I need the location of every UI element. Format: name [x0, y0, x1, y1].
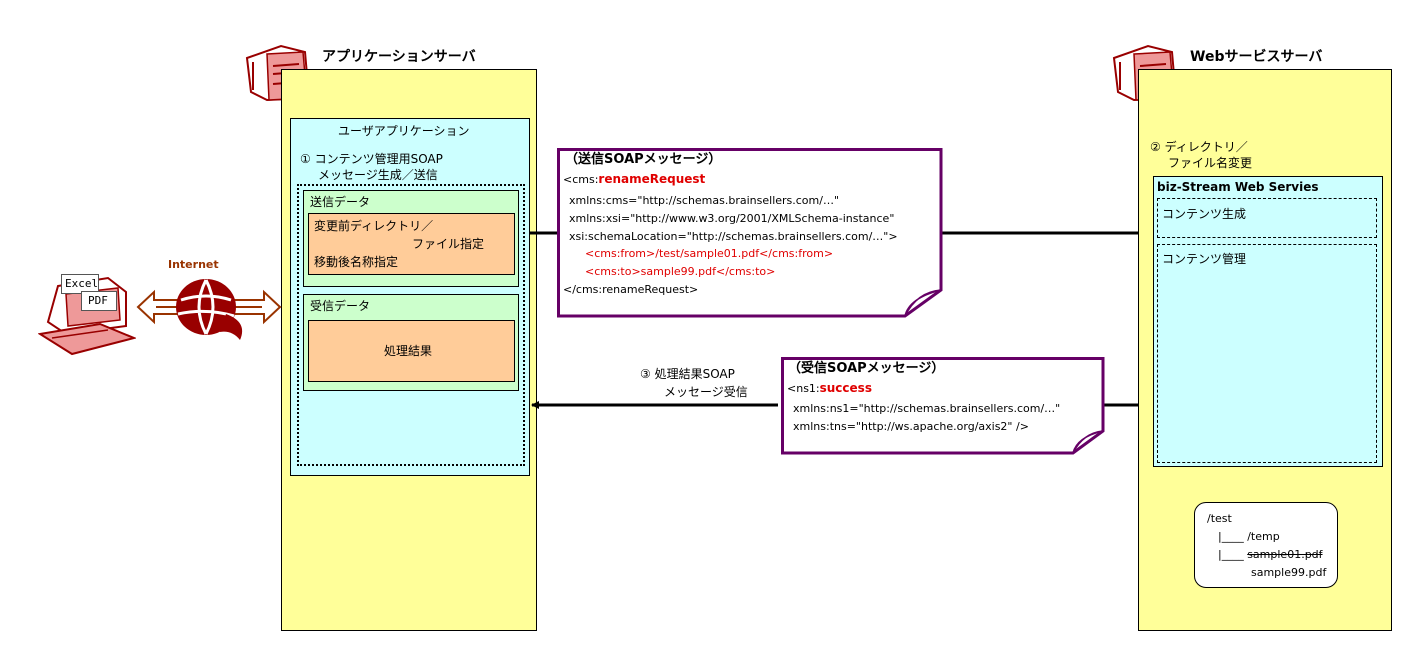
send-item-line3: 移動後名称指定 — [314, 255, 399, 269]
send-data-item — [308, 213, 515, 275]
pdf-label: PDF — [88, 294, 108, 307]
send-line-7: </cms:renameRequest> — [563, 283, 699, 296]
content-mgmt-label: コンテンツ管理 — [1162, 252, 1247, 266]
soap-message-area — [297, 184, 525, 466]
tree-root: /test — [1207, 512, 1232, 525]
send-line-5: <cms:from>/test/sample01.pdf</cms:from> — [585, 247, 834, 260]
tree-old-file-row: |____ sample01.pdf — [1218, 548, 1323, 561]
recv-method-name: success — [819, 381, 872, 395]
pdf-file-icon — [81, 291, 117, 311]
send-item-line1: 変更前ディレクトリ／ — [314, 219, 434, 233]
tree-new-file: sample99.pdf — [1251, 566, 1327, 579]
step2-label-2: ファイル名変更 — [1168, 156, 1253, 170]
user-app-title: ユーザアプリケーション — [338, 124, 470, 138]
file-tree-box — [1194, 502, 1338, 588]
recv-item-label: 処理結果 — [384, 344, 433, 358]
recv-data-item — [308, 320, 515, 382]
content-mgmt-box — [1157, 244, 1377, 463]
send-message-box — [557, 148, 943, 318]
recv-line-1: <ns1:success — [787, 381, 872, 396]
send-message-header: （送信SOAPメッセージ） — [565, 152, 722, 167]
send-method-name: renameRequest — [598, 172, 706, 186]
excel-label: Excel — [65, 277, 99, 290]
recv-message-box — [781, 357, 1105, 455]
recv-message-header: （受信SOAPメッセージ） — [788, 361, 945, 376]
send-line-3: xmlns:xsi="http://www.w3.org/2001/XMLSch… — [569, 212, 895, 225]
ws-server-title: Webサービスサーバ — [1190, 49, 1323, 65]
step3-label-2: メッセージ受信 — [664, 385, 748, 399]
send-line-4: xsi:schemaLocation="http://schemas.brain… — [569, 230, 898, 243]
internet-label: Internet — [168, 258, 219, 271]
step1-label: ① コンテンツ管理用SOAP — [300, 152, 443, 166]
send-line-6: <cms:to>sample99.pdf</cms:to> — [585, 265, 776, 278]
internet-icon — [136, 279, 282, 340]
send-line-2: xmlns:cms="http://schemas.brainsellers.c… — [569, 194, 840, 207]
step3-label: ③ 処理結果SOAP — [640, 367, 735, 381]
send-line-1: <cms:renameRequest — [563, 172, 706, 187]
excel-file-icon — [61, 274, 99, 294]
content-gen-box — [1157, 198, 1377, 238]
recv-line-3: xmlns:tns="http://ws.apache.org/axis2" /… — [793, 420, 1029, 433]
tree-old-file: sample01.pdf — [1247, 548, 1323, 561]
tree-temp: |____ /temp — [1218, 530, 1280, 543]
step2-label: ② ディレクトリ／ — [1150, 140, 1248, 154]
step1-label-2: メッセージ生成／送信 — [318, 168, 438, 182]
biz-stream-title: biz-Stream Web Servies — [1157, 180, 1319, 194]
recv-data-label: 受信データ — [310, 299, 371, 313]
recv-line-2: xmlns:ns1="http://schemas.brainsellers.c… — [793, 402, 1061, 415]
send-data-label: 送信データ — [310, 195, 371, 209]
app-server-title: アプリケーションサーバ — [322, 49, 476, 65]
content-gen-label: コンテンツ生成 — [1162, 207, 1247, 221]
biz-stream-panel — [1153, 176, 1383, 467]
send-item-line2: ファイル指定 — [412, 237, 485, 251]
